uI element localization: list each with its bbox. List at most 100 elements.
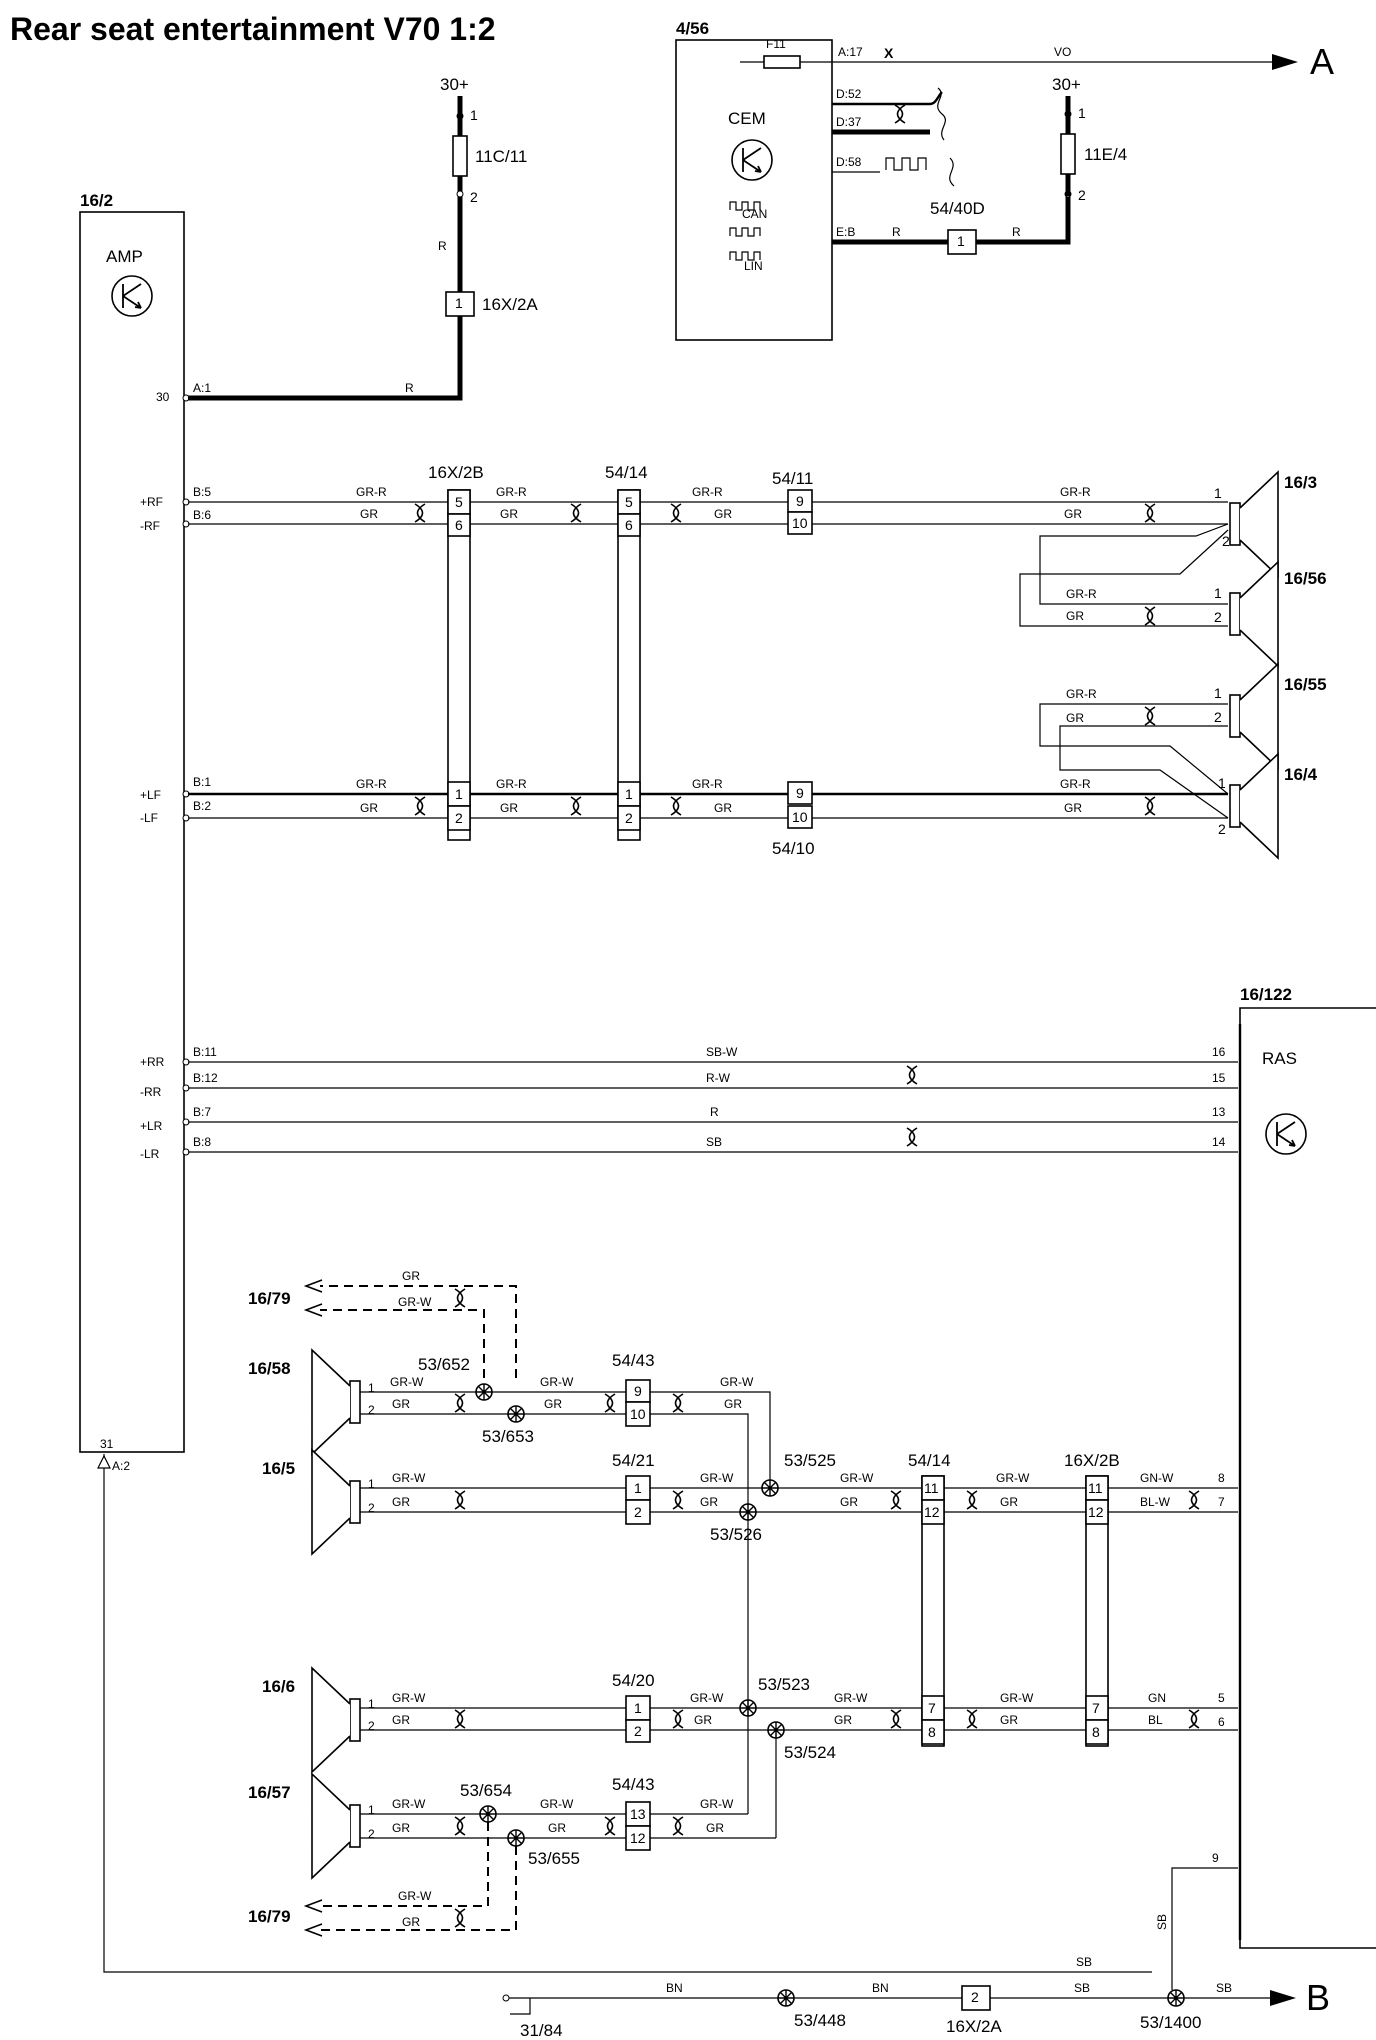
connector-5410-label: 54/10: [772, 839, 815, 858]
svg-text:R: R: [438, 239, 447, 253]
svg-text:GR: GR: [1064, 801, 1082, 815]
svg-text:15: 15: [1212, 1071, 1226, 1085]
svg-text:53/448: 53/448: [794, 2011, 846, 2030]
svg-text:GR: GR: [392, 1821, 410, 1835]
fuse-11c11-icon: [452, 135, 468, 177]
svg-text:1: 1: [1078, 105, 1086, 121]
svg-text:GR-R: GR-R: [692, 485, 723, 499]
svg-text:GR-W: GR-W: [834, 1691, 868, 1705]
svg-text:6: 6: [1218, 1715, 1225, 1729]
connector-5420: [625, 1695, 651, 1721]
connector-5411-label: 54/11: [772, 469, 813, 488]
svg-text:SB: SB: [1216, 1981, 1232, 1995]
svg-text:9: 9: [634, 1383, 642, 1399]
ground-label: 31/84: [520, 2021, 563, 2040]
svg-text:54/21: 54/21: [612, 1451, 655, 1470]
svg-text:14: 14: [1212, 1135, 1226, 1149]
svg-text:13: 13: [630, 1806, 646, 1822]
svg-text:CAN: CAN: [742, 207, 767, 221]
splice-53525-icon: [761, 1479, 779, 1497]
svg-text:2: 2: [634, 1723, 642, 1739]
svg-text:1: 1: [957, 233, 965, 249]
svg-text:GR: GR: [840, 1495, 858, 1509]
svg-text:SB: SB: [706, 1135, 722, 1149]
svg-text:GR-R: GR-R: [356, 485, 387, 499]
svg-text:LIN: LIN: [744, 259, 763, 273]
svg-text:GR-R: GR-R: [496, 485, 527, 499]
svg-text:GR-W: GR-W: [720, 1375, 754, 1389]
svg-text:VO: VO: [1054, 45, 1071, 59]
svg-text:54/14: 54/14: [908, 1451, 951, 1470]
speaker-16-55-label: 16/55: [1284, 675, 1327, 694]
svg-text:5: 5: [455, 494, 463, 510]
svg-text:12: 12: [924, 1504, 940, 1520]
svg-text:D:58: D:58: [836, 155, 862, 169]
speaker-16-58-label: 16/58: [248, 1359, 291, 1378]
svg-text:2: 2: [1218, 821, 1226, 837]
splice-53652-icon: [475, 1383, 493, 1401]
svg-text:B:7: B:7: [193, 1105, 211, 1119]
svg-text:53/524: 53/524: [784, 1743, 836, 1762]
svg-text:D:37: D:37: [836, 115, 862, 129]
svg-text:1: 1: [368, 1381, 375, 1395]
svg-text:54/20: 54/20: [612, 1671, 655, 1690]
svg-text:B:5: B:5: [193, 485, 211, 499]
svg-text:GR-W: GR-W: [398, 1889, 432, 1903]
svg-text:8: 8: [1218, 1471, 1225, 1485]
svg-text:+LF: +LF: [140, 788, 161, 802]
amp-pin-30: 30: [156, 390, 170, 404]
svg-text:2: 2: [1214, 709, 1222, 725]
svg-text:GR: GR: [714, 507, 732, 521]
speaker-16-5-icon: [311, 1449, 361, 1555]
svg-text:GR: GR: [724, 1397, 742, 1411]
svg-text:54/43: 54/43: [612, 1351, 655, 1370]
speaker-16-6-icon: [311, 1667, 361, 1773]
svg-text:X: X: [884, 45, 894, 61]
svg-text:BN: BN: [666, 1981, 683, 1995]
svg-text:10: 10: [792, 809, 808, 825]
svg-text:7: 7: [1218, 1495, 1225, 1509]
svg-text:2: 2: [470, 189, 478, 205]
amp-pin-a2: A:2: [112, 1459, 130, 1473]
speaker-16-57-label: 16/57: [248, 1783, 291, 1802]
arrow-a-label: A: [1310, 41, 1334, 82]
svg-text:2: 2: [1078, 187, 1086, 203]
cem-module: [675, 39, 833, 341]
connector-5440d-label: 54/40D: [930, 199, 985, 218]
svg-text:53/654: 53/654: [460, 1781, 512, 1800]
svg-text:SB: SB: [1155, 1914, 1169, 1930]
svg-text:GR-R: GR-R: [1060, 777, 1091, 791]
svg-text:GR-R: GR-R: [496, 777, 527, 791]
svg-text:BL: BL: [1148, 1713, 1163, 1727]
splice-53655-icon: [507, 1829, 525, 1847]
svg-text:1: 1: [470, 107, 478, 123]
connector-5414-top-label: 54/14: [605, 463, 648, 482]
svg-text:B:11: B:11: [193, 1045, 217, 1059]
svg-text:GR-W: GR-W: [840, 1471, 874, 1485]
speaker-16-58-icon: [311, 1349, 361, 1455]
svg-text:GR-W: GR-W: [690, 1691, 724, 1705]
fuse-f11-icon: [763, 55, 801, 69]
svg-text:F11: F11: [766, 37, 786, 51]
svg-text:53/1400: 53/1400: [1140, 2013, 1201, 2032]
svg-text:11: 11: [924, 1480, 939, 1496]
svg-text:SB: SB: [1074, 1981, 1090, 1995]
connector-5410: [787, 781, 813, 805]
svg-text:53/655: 53/655: [528, 1849, 580, 1868]
svg-text:R: R: [710, 1105, 719, 1119]
arrow-b-label: B: [1306, 1977, 1330, 2018]
speaker-16-57-icon: [311, 1773, 361, 1879]
svg-text:GR: GR: [392, 1495, 410, 1509]
svg-text:B:8: B:8: [193, 1135, 211, 1149]
svg-text:2: 2: [455, 810, 463, 826]
svg-text:GR: GR: [714, 801, 732, 815]
svg-text:GR-W: GR-W: [392, 1797, 426, 1811]
connector-16x2b-label: 16X/2B: [428, 463, 484, 482]
svg-text:1: 1: [1218, 775, 1226, 791]
svg-text:9: 9: [1212, 1851, 1219, 1865]
svg-text:GR: GR: [360, 801, 378, 815]
speaker-16-79-top-label: 16/79: [248, 1289, 291, 1308]
svg-text:B:12: B:12: [193, 1071, 218, 1085]
svg-text:10: 10: [792, 515, 808, 531]
speaker-16-79-bottom-label: 16/79: [248, 1907, 291, 1926]
